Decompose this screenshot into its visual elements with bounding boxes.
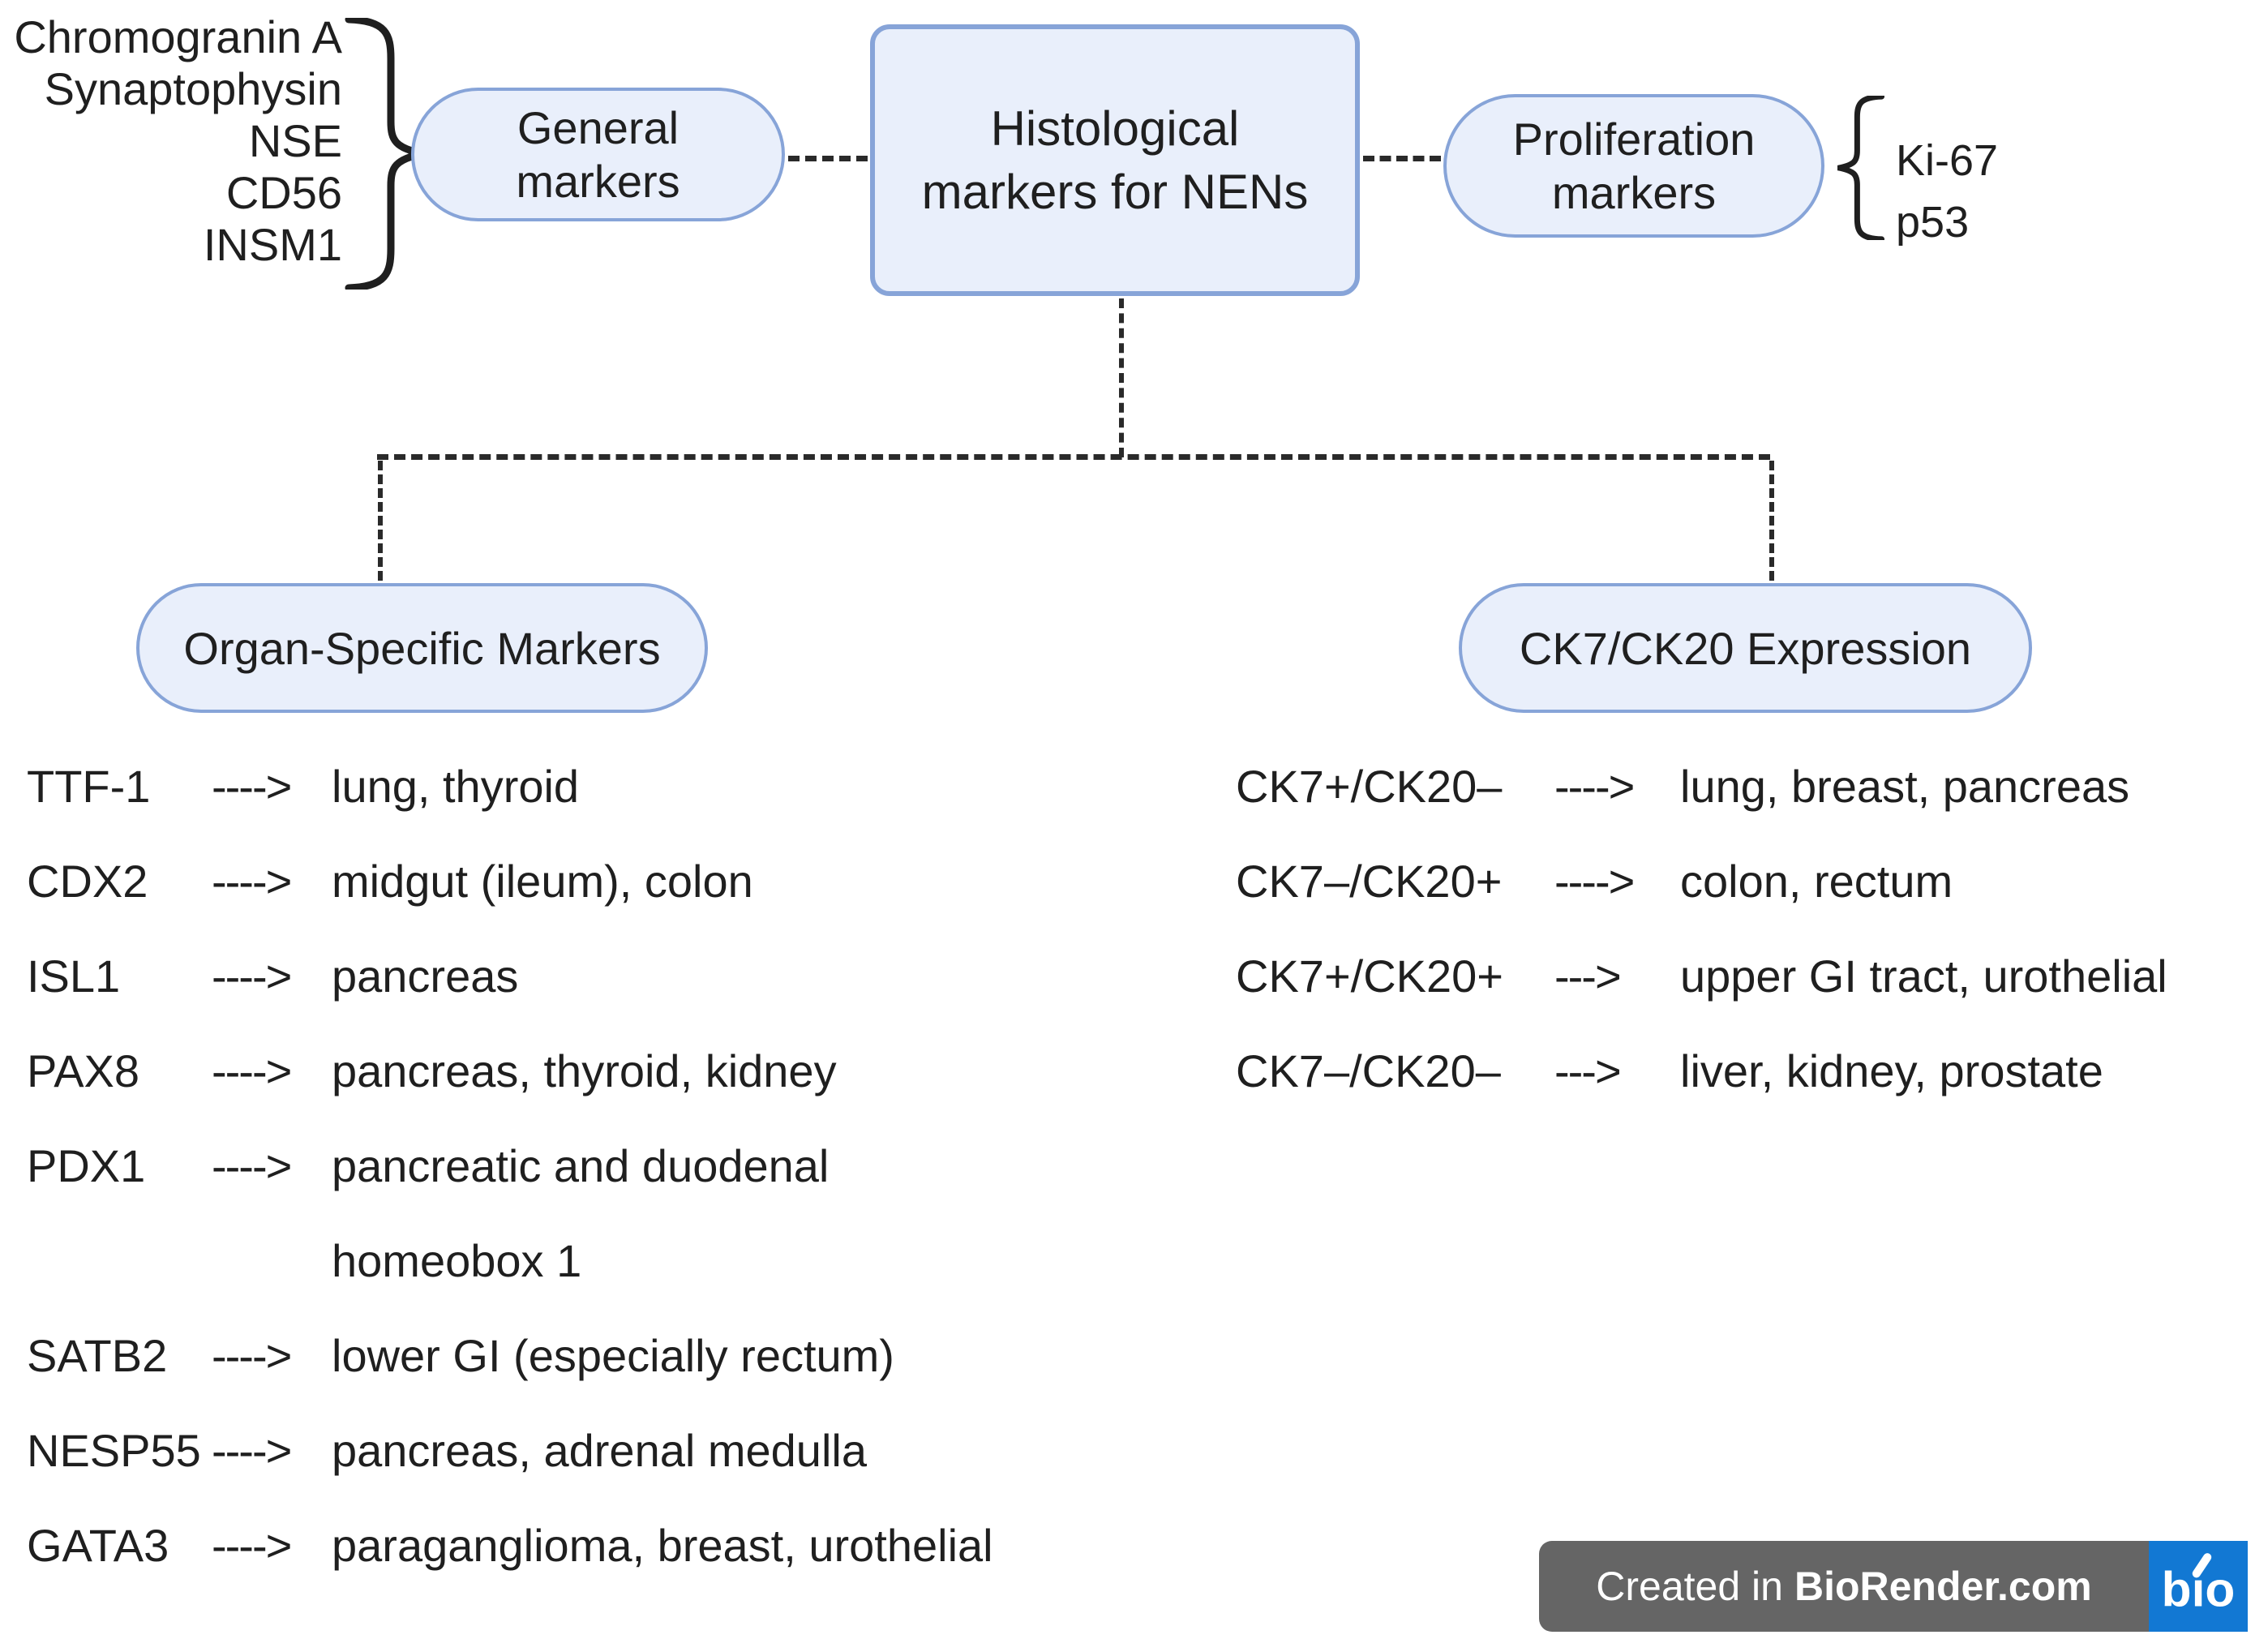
proliferation-marker-item: p53 — [1896, 198, 1970, 247]
marker-name: PAX8 — [27, 1045, 140, 1096]
marker-name: CK7+/CK20– — [1236, 761, 1503, 812]
connector-central-trunk — [1119, 298, 1124, 457]
node-label: CK7/CK20 Expression — [1519, 622, 1972, 674]
dashed-arrow-icon: ----> — [212, 761, 292, 812]
node-ck7-ck20-expression: CK7/CK20 Expression — [1459, 583, 2032, 713]
ck-expression-table: CK7+/CK20– ----> lung, breast, pancreas … — [1236, 739, 2167, 1118]
marker-target: pancreas — [332, 950, 519, 1002]
marker-name: CK7–/CK20+ — [1236, 856, 1503, 907]
marker-target: midgut (ileum), colon — [332, 856, 753, 907]
biorender-logo: bıo — [2149, 1541, 2248, 1632]
organ-marker-row: homeobox 1 — [27, 1213, 993, 1308]
organ-marker-row: TTF-1 ----> lung, thyroid — [27, 739, 993, 834]
marker-name: NESP55 — [27, 1425, 201, 1476]
connector-branch-left — [378, 461, 383, 581]
general-marker-item: NSE — [248, 115, 342, 166]
connector-general-to-central — [788, 156, 868, 161]
organ-marker-row: NESP55 ----> pancreas, adrenal medulla — [27, 1403, 993, 1498]
proliferation-marker-item: Ki-67 — [1896, 136, 1999, 185]
marker-target: lung, thyroid — [332, 761, 580, 812]
marker-target: pancreas, thyroid, kidney — [332, 1045, 837, 1096]
node-label: Proliferation markers — [1512, 113, 1756, 218]
marker-target: liver, kidney, prostate — [1680, 1045, 2103, 1096]
bio-logo-icon: bıo — [2162, 1553, 2235, 1617]
marker-target: lower GI (especially rectum) — [332, 1330, 894, 1381]
dashed-arrow-icon: ----> — [1554, 761, 1635, 812]
connector-central-to-proliferation — [1363, 156, 1441, 161]
organ-marker-row: PDX1 ----> pancreatic and duodenal — [27, 1118, 993, 1213]
dashed-arrow-icon: ----> — [212, 1425, 292, 1476]
organ-marker-table: TTF-1 ----> lung, thyroid CDX2 ----> mid… — [27, 739, 993, 1593]
marker-name: TTF-1 — [27, 761, 151, 812]
badge-prefix: Created in — [1596, 1564, 1783, 1609]
biorender-badge-text: Created in BioRender.com — [1539, 1541, 2149, 1632]
organ-marker-row: SATB2 ----> lower GI (especially rectum) — [27, 1308, 993, 1403]
marker-target: homeobox 1 — [332, 1235, 582, 1286]
organ-marker-row: PAX8 ----> pancreas, thyroid, kidney — [27, 1023, 993, 1118]
node-label: Histological markers for NENs — [921, 101, 1309, 219]
general-marker-item: CD56 — [225, 167, 342, 218]
marker-name: GATA3 — [27, 1520, 169, 1571]
general-marker-item: Chromogranin A — [14, 11, 342, 62]
dashed-arrow-icon: ----> — [212, 856, 292, 907]
organ-marker-row: CDX2 ----> midgut (ileum), colon — [27, 834, 993, 929]
dashed-arrow-icon: ----> — [212, 1140, 292, 1191]
marker-target: lung, breast, pancreas — [1680, 761, 2130, 812]
marker-name: CDX2 — [27, 856, 148, 907]
dashed-arrow-icon: ----> — [212, 1520, 292, 1571]
dashed-arrow-icon: ---> — [1554, 1045, 1622, 1096]
organ-marker-row: GATA3 ----> paraganglioma, breast, uroth… — [27, 1498, 993, 1593]
node-label: General markers — [516, 101, 680, 207]
marker-name: PDX1 — [27, 1140, 146, 1191]
dashed-arrow-icon: ----> — [212, 950, 292, 1002]
ck-expression-row: CK7–/CK20– ---> liver, kidney, prostate — [1236, 1023, 2167, 1118]
proliferation-markers-list: Ki-67 p53 — [1896, 130, 1998, 253]
ck-expression-row: CK7+/CK20– ----> lung, breast, pancreas — [1236, 739, 2167, 834]
marker-name: CK7+/CK20+ — [1236, 950, 1503, 1002]
general-marker-item: Synaptophysin — [44, 63, 342, 114]
dashed-arrow-icon: ----> — [212, 1330, 292, 1381]
node-histological-markers: Histological markers for NENs — [870, 24, 1360, 296]
marker-target: paraganglioma, breast, urothelial — [332, 1520, 993, 1571]
connector-branch-horizontal — [377, 454, 1770, 460]
marker-name: ISL1 — [27, 950, 121, 1002]
badge-brand: BioRender.com — [1794, 1564, 2092, 1609]
connector-branch-right — [1769, 461, 1774, 581]
marker-name: CK7–/CK20– — [1236, 1045, 1501, 1096]
dashed-arrow-icon: ----> — [1554, 856, 1635, 907]
marker-target: pancreatic and duodenal — [332, 1140, 830, 1191]
ck-expression-row: CK7–/CK20+ ----> colon, rectum — [1236, 834, 2167, 929]
marker-target: pancreas, adrenal medulla — [332, 1425, 867, 1476]
node-label: Organ-Specific Markers — [183, 622, 661, 674]
node-proliferation-markers: Proliferation markers — [1443, 94, 1824, 238]
node-organ-specific-markers: Organ-Specific Markers — [136, 583, 708, 713]
marker-target: colon, rectum — [1680, 856, 1953, 907]
marker-name: SATB2 — [27, 1330, 168, 1381]
node-general-markers: General markers — [411, 88, 785, 221]
organ-marker-row: ISL1 ----> pancreas — [27, 929, 993, 1023]
dashed-arrow-icon: ---> — [1554, 950, 1622, 1002]
marker-target: upper GI tract, urothelial — [1680, 950, 2167, 1002]
general-marker-item: INSM1 — [203, 219, 342, 270]
left-curly-brace-icon — [1837, 96, 1884, 240]
dashed-arrow-icon: ----> — [212, 1045, 292, 1096]
ck-expression-row: CK7+/CK20+ ---> upper GI tract, urotheli… — [1236, 929, 2167, 1023]
biorender-badge: Created in BioRender.com bıo — [1539, 1541, 2248, 1632]
